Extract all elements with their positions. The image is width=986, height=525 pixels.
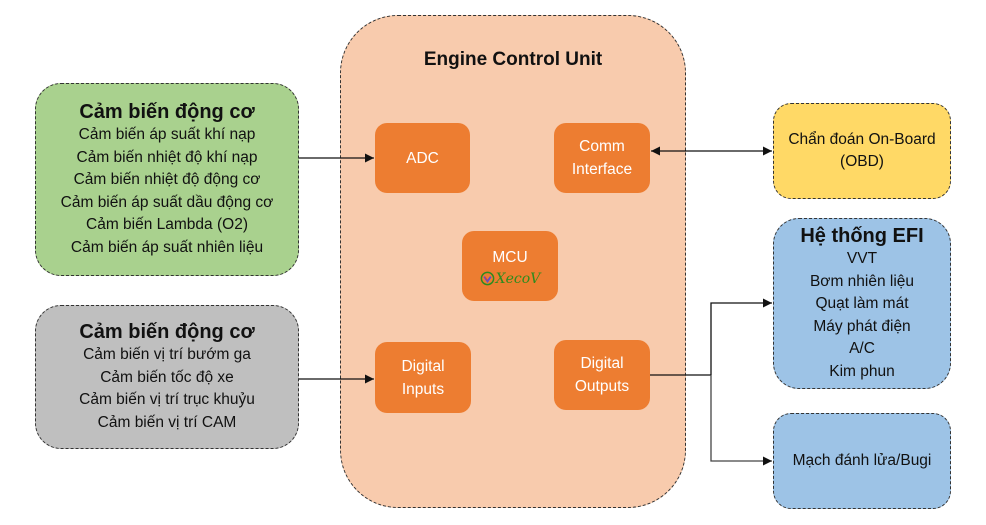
comm-interface-block: Comm Interface bbox=[554, 123, 650, 193]
xecov-logo: XecoV bbox=[480, 270, 541, 287]
xecov-logo-icon bbox=[480, 271, 495, 286]
efi-item: VVT bbox=[846, 250, 878, 267]
xecov-logo-text: XecoV bbox=[495, 270, 541, 287]
efi-title: Hệ thống EFI bbox=[800, 225, 924, 247]
ecu-title: Engine Control Unit bbox=[423, 49, 603, 70]
arrow-outputs-to-efi bbox=[710, 298, 772, 375]
digital-outputs-line1: Digital bbox=[580, 355, 624, 372]
analog-sensors-title: Cảm biến động cơ bbox=[79, 101, 255, 123]
sensor-item: Cảm biến vị trí CAM bbox=[97, 413, 237, 431]
comm-label-line1: Comm bbox=[579, 138, 625, 155]
sensor-item: Cảm biến nhiệt độ động cơ bbox=[73, 171, 261, 188]
analog-sensors-box: Cảm biến động cơ Cảm biến áp suất khí nạ… bbox=[35, 83, 299, 276]
digital-sensors-box: Cảm biến động cơ Cảm biến vị trí bướm ga… bbox=[35, 305, 299, 449]
sensor-item: Cảm biến áp suất khí nạp bbox=[78, 126, 256, 143]
ignition-line: Mạch đánh lửa/Bugi bbox=[792, 452, 932, 469]
sensor-item: Cảm biến tốc độ xe bbox=[100, 368, 234, 386]
comm-label-line2: Interface bbox=[571, 161, 633, 178]
adc-label: ADC bbox=[406, 149, 439, 167]
ignition-box: Mạch đánh lửa/Bugi bbox=[773, 413, 951, 509]
obd-line1: Chẩn đoán On-Board bbox=[788, 131, 936, 148]
efi-system-box: Hệ thống EFI VVT Bơm nhiên liệu Quạt làm… bbox=[773, 218, 951, 389]
digital-sensors-title: Cảm biến động cơ bbox=[79, 321, 255, 343]
efi-item: A/C bbox=[849, 340, 875, 357]
digital-inputs-line1: Digital bbox=[401, 357, 445, 375]
sensor-item: Cảm biến vị trí trục khuỷu bbox=[79, 391, 255, 408]
digital-inputs-block: Digital Inputs bbox=[375, 342, 471, 413]
sensor-item: Cảm biến Lambda (O2) bbox=[86, 216, 248, 233]
sensor-item: Cảm biến áp suất dầu động cơ bbox=[60, 193, 274, 211]
sensor-item: Cảm biến áp suất nhiên liệu bbox=[70, 238, 264, 256]
sensor-item: Cảm biến nhiệt độ khí nạp bbox=[76, 148, 258, 166]
obd-line2: (OBD) bbox=[840, 153, 884, 170]
obd-box: Chẩn đoán On-Board (OBD) bbox=[773, 103, 951, 199]
mcu-label: MCU bbox=[492, 248, 528, 266]
digital-inputs-line2: Inputs bbox=[401, 380, 445, 398]
arrow-outputs-to-ignition bbox=[710, 375, 772, 466]
adc-block: ADC bbox=[375, 123, 470, 193]
efi-item: Máy phát điện bbox=[813, 317, 911, 335]
efi-item: Kim phun bbox=[829, 362, 895, 380]
sensor-item: Cảm biến vị trí bướm ga bbox=[83, 346, 251, 363]
efi-item: Quạt làm mát bbox=[815, 295, 909, 312]
digital-outputs-block: Digital Outputs bbox=[554, 340, 650, 410]
digital-outputs-line2: Outputs bbox=[574, 378, 630, 395]
efi-item: Bơm nhiên liệu bbox=[809, 272, 915, 290]
mcu-block: MCU XecoV bbox=[462, 231, 558, 301]
